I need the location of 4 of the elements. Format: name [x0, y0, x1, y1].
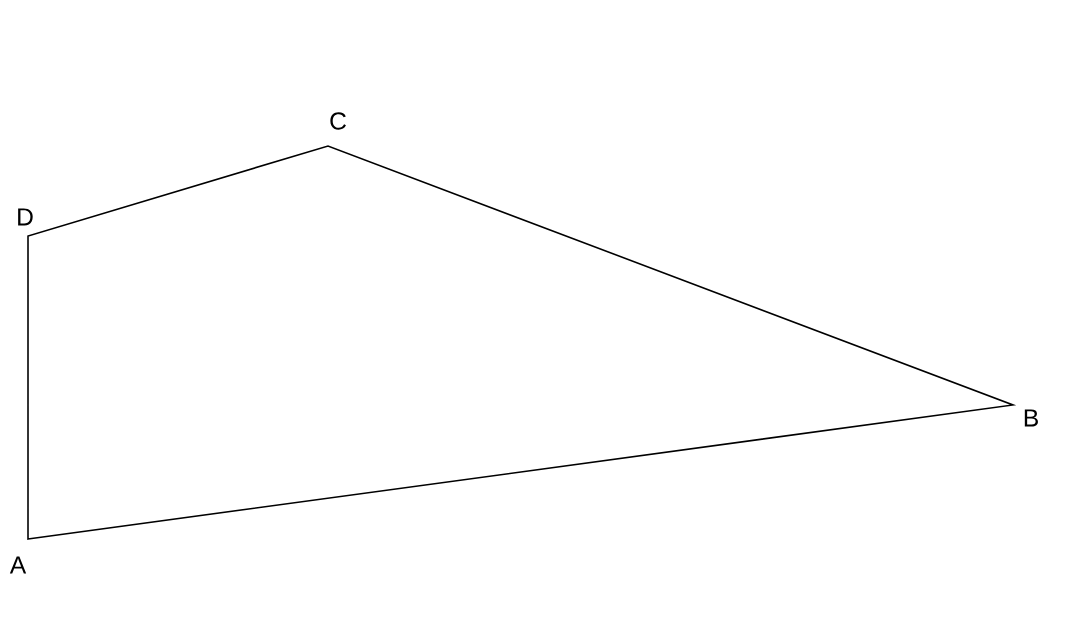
vertex-label: A — [9, 556, 27, 574]
vertex-label: C — [330, 112, 346, 130]
vertex-label: D — [18, 208, 33, 226]
vertex-label: B — [1024, 409, 1038, 427]
